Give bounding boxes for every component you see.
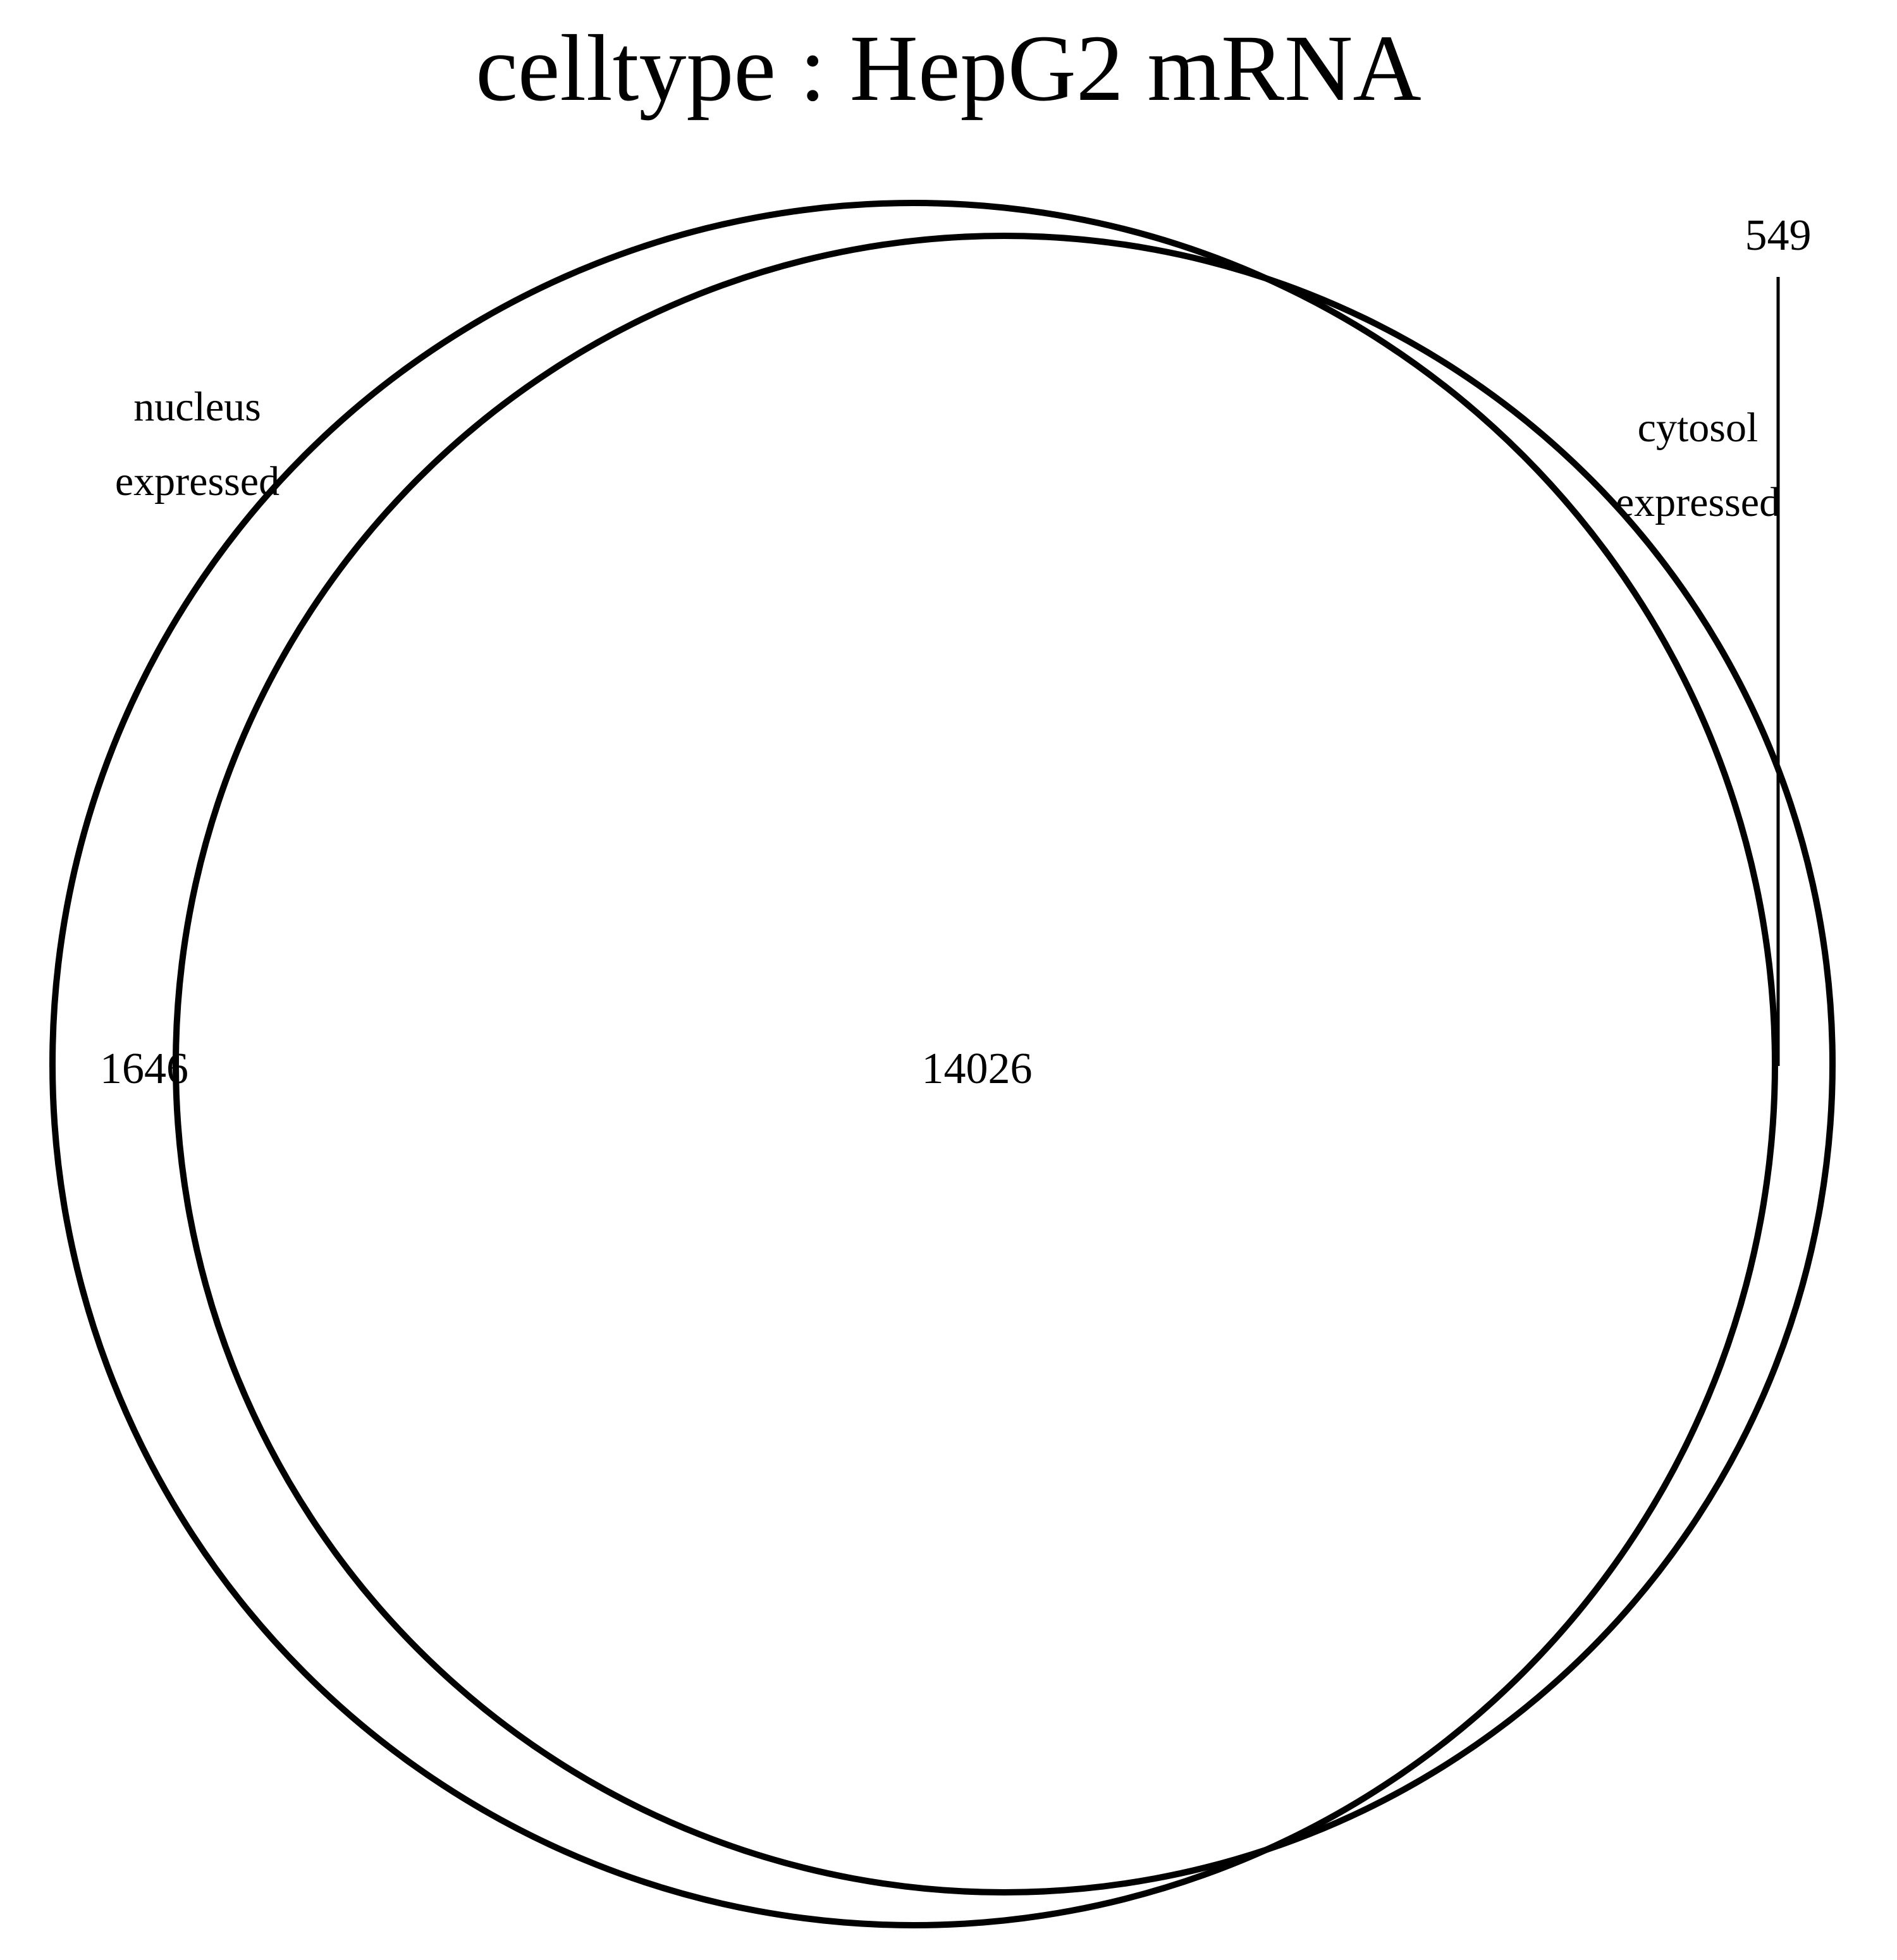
nucleus-set-label-line2: expressed <box>115 458 279 505</box>
diagram-title: celltype : HepG2 mRNA <box>476 16 1421 121</box>
cytosol-only-count: 549 <box>1745 211 1812 260</box>
cytosol-set-label: cytosol <box>1638 405 1759 451</box>
intersection-count: 14026 <box>922 1044 1033 1093</box>
cytosol-set-circle <box>173 233 1836 1896</box>
nucleus-set-circle <box>49 200 1778 1928</box>
cytosol-set-label-line2: expressed <box>1616 479 1780 525</box>
nucleus-only-count: 1646 <box>100 1044 188 1093</box>
nucleus-set-label: nucleus <box>133 384 261 430</box>
